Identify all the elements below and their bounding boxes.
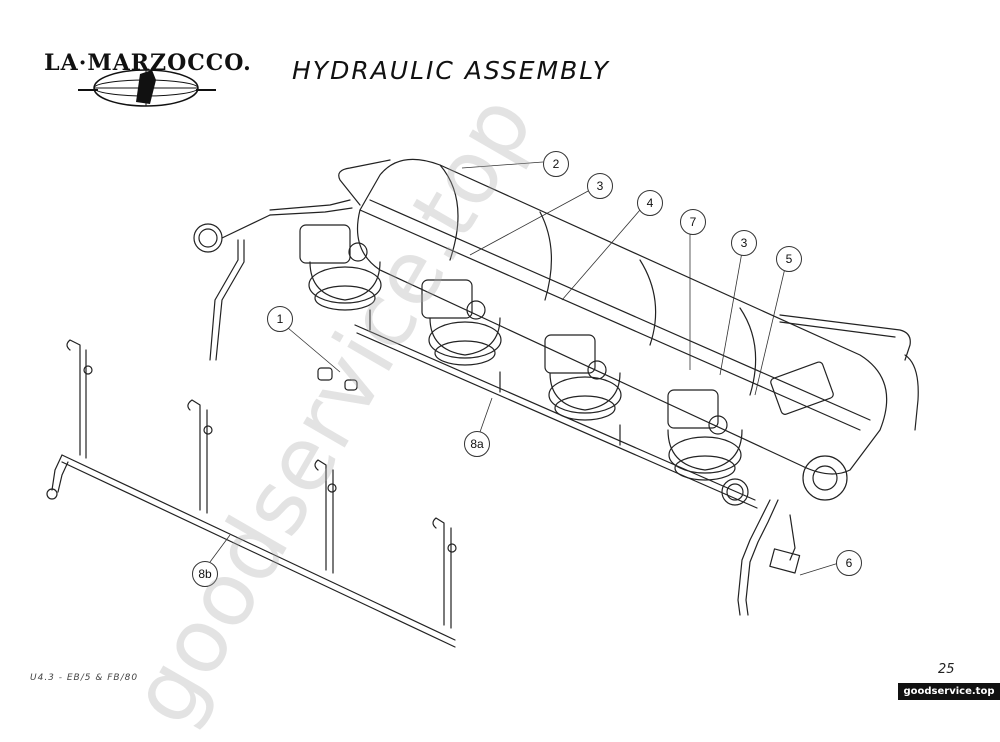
callout-2: 2: [543, 151, 569, 177]
pressure-gauge-left: [193, 223, 223, 253]
group-head-3: [544, 334, 622, 421]
callout-6: 6: [836, 550, 862, 576]
hydraulic-assembly-drawing: [46, 158, 919, 648]
model-label: U4.3 - EB/5 & FB/80: [30, 673, 139, 683]
group-head-2: [421, 279, 502, 366]
callout-8b: 8b: [192, 561, 218, 587]
rail-8b: [61, 454, 456, 641]
page-number: 25: [938, 662, 955, 677]
la-marzocco-logo: LA·MARZOCCO.: [44, 50, 252, 107]
group-head-1: [299, 224, 382, 311]
callout-4: 4: [637, 190, 663, 216]
pressure-gauge-right: [721, 478, 749, 506]
callout-3: 3: [587, 173, 613, 199]
service-manual-page: LA·MARZOCCO. HYDRAULIC ASSEMBLY: [30, 50, 1000, 742]
rail-8a: [354, 324, 756, 501]
page-title: HYDRAULIC ASSEMBLY: [292, 56, 611, 85]
callout-7: 7: [680, 209, 706, 235]
callout-5: 5: [776, 246, 802, 272]
svg-text:LA·MARZOCCO.: LA·MARZOCCO.: [44, 50, 252, 76]
callout-3-right: 3: [731, 230, 757, 256]
site-badge: goodservice.top: [898, 683, 1000, 700]
group-head-4: [667, 389, 743, 481]
boiler-body: [356, 158, 888, 475]
callout-8a: 8a: [464, 431, 490, 457]
callout-1: 1: [267, 306, 293, 332]
